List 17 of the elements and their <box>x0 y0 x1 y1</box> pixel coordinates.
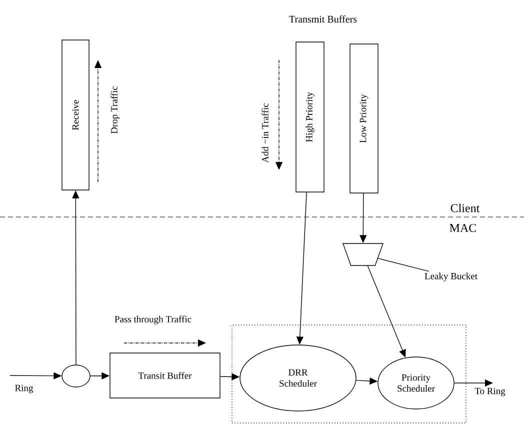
receive-buffer: Receive <box>62 40 90 190</box>
edge-label: To Ring <box>474 386 506 398</box>
flow-label: Drop Traffic <box>110 86 120 134</box>
section-label: MAC <box>450 224 476 232</box>
edge-label: Ring <box>14 384 34 394</box>
buffer-box: High Priority <box>296 42 324 192</box>
leaky-bucket-trapezoid <box>342 243 384 266</box>
flow-label: Pass through Traffic <box>114 316 192 324</box>
heading: Transmit Buffers <box>289 15 357 23</box>
section-label: Client <box>450 204 480 212</box>
splitter-circle <box>62 364 90 388</box>
scheduler-group-box <box>232 324 466 424</box>
buffer-box: Low Priority <box>350 44 378 194</box>
transit-buffer-box: Transit Buffer <box>110 352 220 398</box>
leader-line <box>378 258 430 272</box>
leaky-bucket-label: Leaky Bucket <box>424 272 478 282</box>
flow-label: Add −in Traffic <box>262 103 268 163</box>
